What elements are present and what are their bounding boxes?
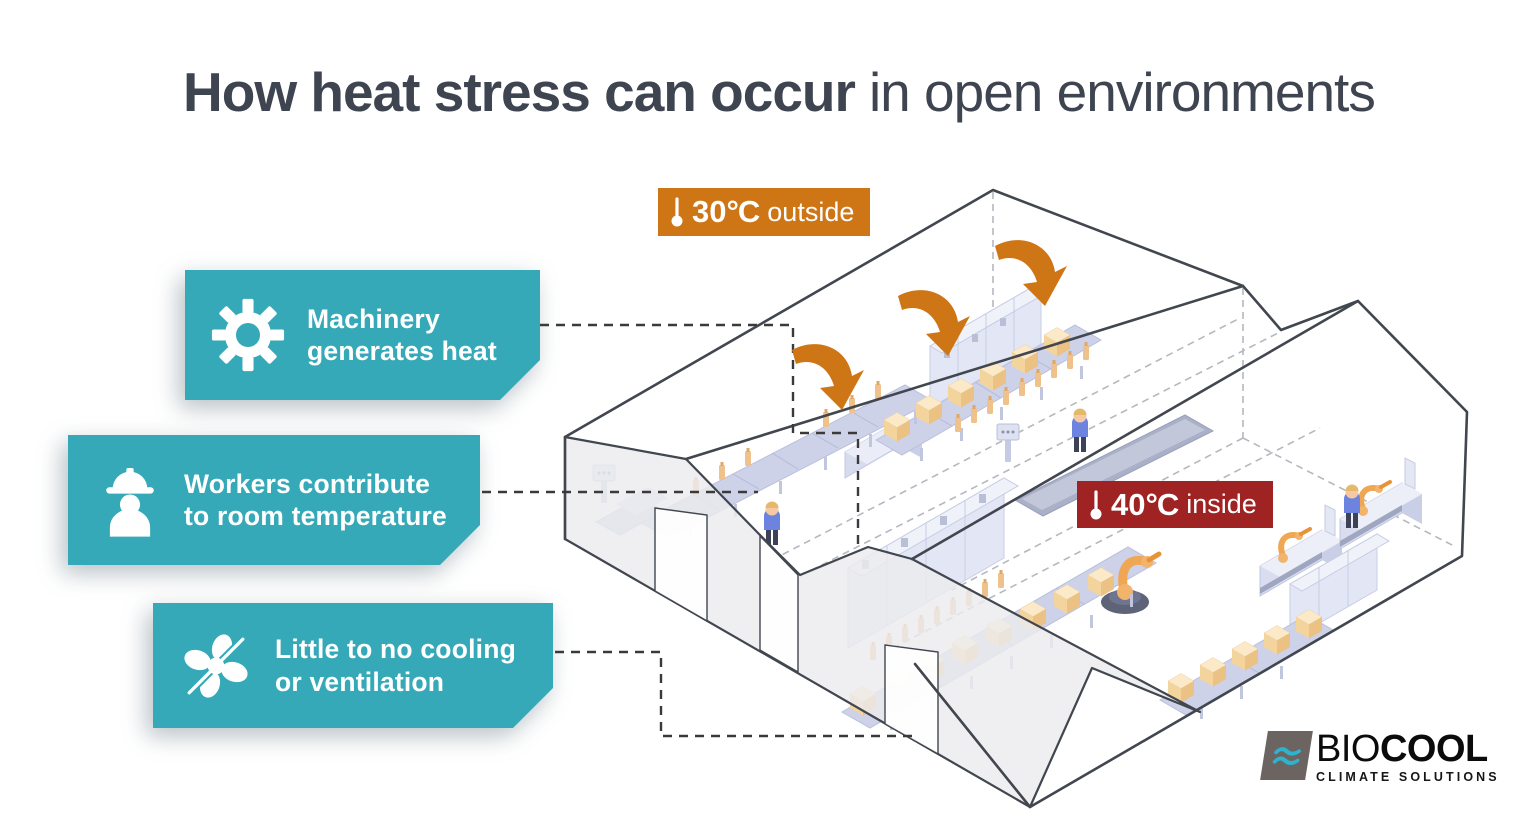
approx-waves-icon xyxy=(1260,731,1313,780)
fan-icon xyxy=(179,629,253,703)
thermometer-icon xyxy=(1090,489,1102,519)
worker-figure xyxy=(764,501,780,545)
inside-temperature-badge: 40°C inside xyxy=(1077,481,1273,528)
outside-temp-unit: °C xyxy=(726,194,760,229)
gear-icon xyxy=(211,298,285,372)
hidden-edges xyxy=(771,192,1455,649)
callout-workers-text: Workers contribute to room temperature xyxy=(184,468,447,531)
outside-temp-value: 30 xyxy=(692,194,727,229)
outside-temperature-badge: 30°C outside xyxy=(658,188,871,236)
callout-cooling-text: Little to no cooling or ventilation xyxy=(275,634,516,697)
title-highlight: How heat stress can occur xyxy=(183,61,856,123)
building-end-wall xyxy=(563,435,1202,809)
inside-temp-label: inside xyxy=(1186,489,1257,519)
outside-temp-label: outside xyxy=(767,196,855,227)
callout-workers: Workers contribute to room temperature xyxy=(68,435,480,565)
brand-tagline: CLIMATE SOLUTIONS xyxy=(1316,770,1500,785)
brand-name: BIOCOOL xyxy=(1316,728,1488,770)
callout-machinery: Machinery generates heat xyxy=(185,270,540,400)
worker-figure xyxy=(1072,408,1088,452)
callout-connectors xyxy=(482,323,918,738)
biocool-logo: BIOCOOL CLIMATE SOLUTIONS xyxy=(1260,728,1500,785)
robot-arm xyxy=(1101,551,1162,614)
worker-icon xyxy=(98,463,162,537)
inside-temp-value: 40 xyxy=(1111,486,1146,522)
worker-figure xyxy=(1344,484,1360,528)
callout-cooling: Little to no cooling or ventilation xyxy=(153,603,553,728)
thermometer-icon xyxy=(671,197,683,227)
inside-temp-unit: °C xyxy=(1145,486,1179,522)
title-rest: in open environments xyxy=(868,61,1376,123)
callout-machinery-text: Machinery generates heat xyxy=(307,303,497,366)
building-wireframe xyxy=(563,188,1469,809)
